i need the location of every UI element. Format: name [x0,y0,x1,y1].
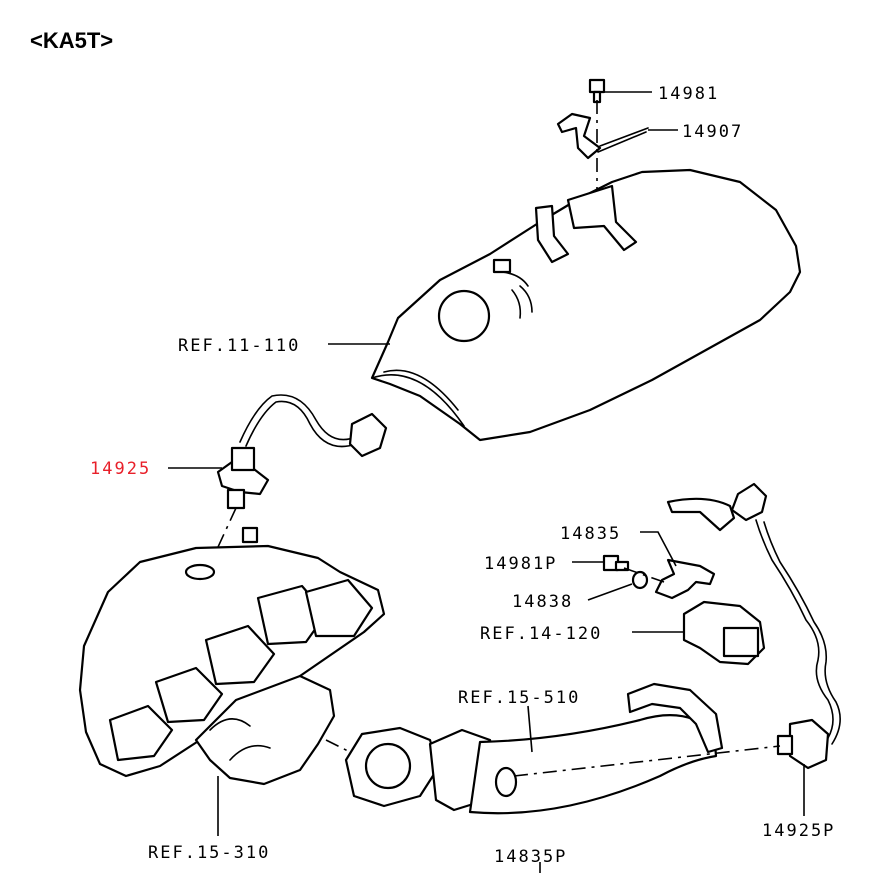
leader-14835 [640,531,677,567]
sensor-ref-14-120-part[interactable] [682,600,766,666]
bracket-bolt-axis-line [623,567,665,583]
diagram-title: <KA5T> [30,28,113,53]
label-14981[interactable]: 14981 [658,84,719,104]
oxygen-sensor-14925-part[interactable] [216,394,388,510]
heat-protector-part[interactable] [370,168,802,442]
label-14925p[interactable]: 14925P [762,821,835,841]
manifold-sensor-boss [184,563,216,581]
label-ref-15-310[interactable]: REF.15-310 [148,843,270,863]
bracket-14835-part[interactable] [654,558,716,600]
label-14835p[interactable]: 14835P [494,847,567,867]
bolt-14981p-part[interactable] [602,554,630,572]
label-ref-15-510[interactable]: REF.15-510 [458,688,580,708]
bolt-14981-part[interactable] [588,78,606,104]
rear-sensor-axis-line [513,745,781,777]
bracket-14907-part[interactable] [556,112,649,160]
leader-ref-15-510 [527,705,533,753]
washer-14838-part[interactable] [631,570,649,590]
leader-14838 [587,583,633,601]
exhaust-manifold-part[interactable] [78,526,386,786]
label-ref-14-120[interactable]: REF.14-120 [480,624,602,644]
sensor-axis-line [211,507,237,561]
rear-oxygen-sensor-14925p-part[interactable] [666,482,841,770]
label-14907[interactable]: 14907 [682,122,743,142]
label-ref-11-110[interactable]: REF.11-110 [178,336,300,356]
label-14981p[interactable]: 14981P [484,554,557,574]
label-14835[interactable]: 14835 [560,524,621,544]
label-14925[interactable]: 14925 [90,459,151,479]
heat-protector-cap [437,289,491,343]
label-14838[interactable]: 14838 [512,592,573,612]
